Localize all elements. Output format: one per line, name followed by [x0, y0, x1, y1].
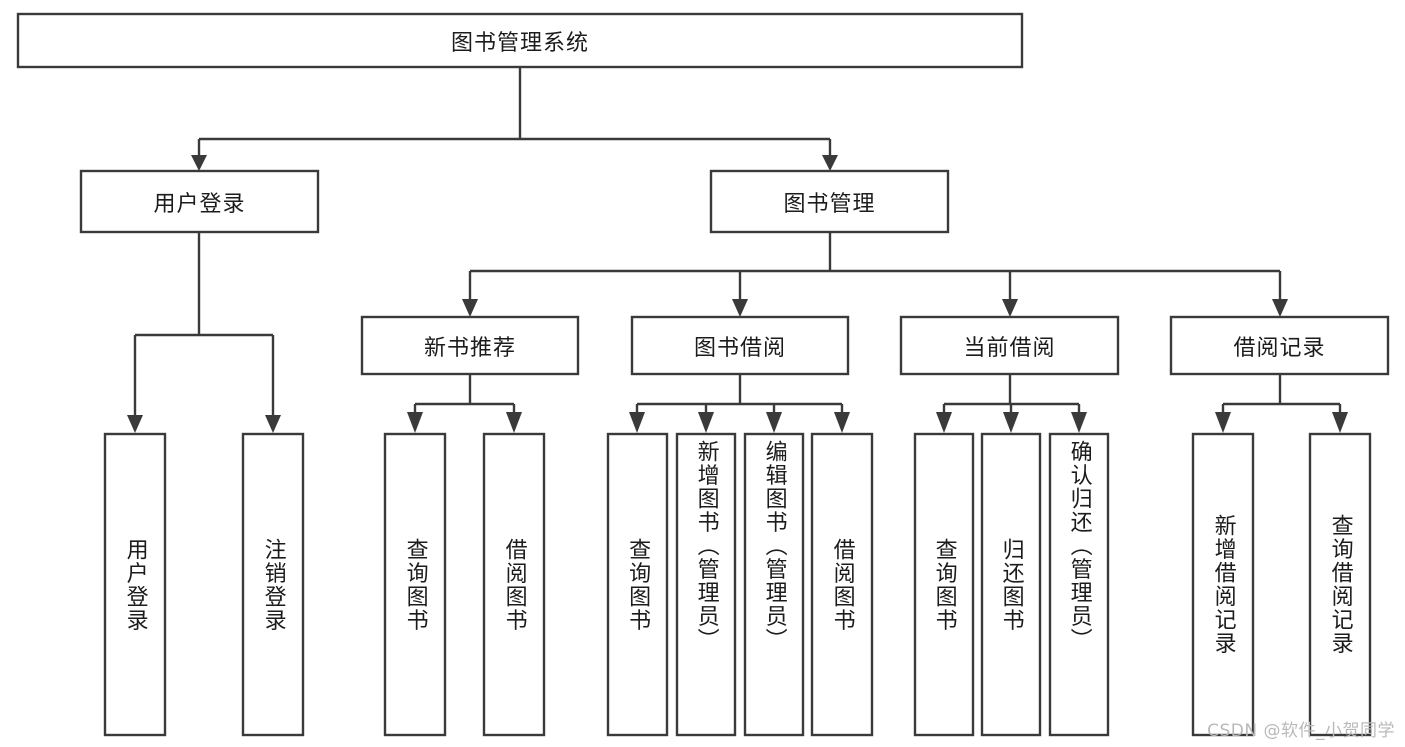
node-leaf-query-record[interactable]: [1308, 432, 1372, 737]
node-leaf-borrow-book-1[interactable]: [482, 432, 546, 737]
arrow-head-borrow-record: [1272, 299, 1288, 317]
node-leaf-add-book[interactable]: [675, 432, 737, 737]
node-leaf-edit-book[interactable]: [743, 432, 805, 737]
node-book-borrow[interactable]: [630, 315, 850, 376]
node-leaf-query-book-2[interactable]: [606, 432, 669, 737]
arrow-head-leaf-return-book: [1003, 412, 1019, 433]
node-leaf-logout[interactable]: [241, 432, 305, 737]
arrow-head-leaf-borrow-book-2: [834, 412, 850, 433]
node-leaf-user-login[interactable]: [103, 432, 167, 737]
arrow-head-leaf-query-book-3: [936, 412, 952, 433]
arrow-head-leaf-query-record: [1332, 412, 1348, 433]
arrow-head-current-borrow: [1002, 299, 1018, 317]
arrow-head-new-book-recommend: [462, 299, 478, 317]
node-leaf-return-book[interactable]: [980, 432, 1042, 737]
arrow-head-leaf-query-book-1: [407, 412, 423, 433]
arrow-head-leaf-user-login: [127, 415, 143, 433]
arrow-head-book-borrow: [732, 299, 748, 317]
arrow-head-leaf-query-book-2: [629, 412, 645, 433]
node-current-borrow[interactable]: [899, 315, 1120, 376]
arrow-head-book-management: [822, 155, 838, 171]
arrow-head-user-login: [191, 155, 207, 171]
node-leaf-add-record[interactable]: [1191, 432, 1255, 737]
node-leaf-query-book-3[interactable]: [913, 432, 975, 737]
csdn-watermark: CSDN @软件_小贺同学: [1207, 721, 1395, 741]
node-leaf-borrow-book-2[interactable]: [810, 432, 874, 737]
node-leaf-confirm-return[interactable]: [1048, 432, 1110, 737]
arrow-head-leaf-borrow-book-1: [506, 412, 522, 433]
node-borrow-record[interactable]: [1169, 315, 1390, 376]
node-user-login[interactable]: [79, 169, 320, 234]
node-root[interactable]: [16, 12, 1024, 69]
node-leaf-query-book-1[interactable]: [383, 432, 447, 737]
arrow-head-leaf-add-book: [698, 412, 714, 433]
node-new-book-recommend[interactable]: [360, 315, 580, 376]
node-book-management[interactable]: [709, 169, 950, 234]
arrow-head-leaf-logout: [265, 415, 281, 433]
arrow-head-leaf-confirm-return: [1071, 412, 1087, 433]
connector-layer: [127, 67, 1348, 433]
arrow-head-leaf-edit-book: [766, 412, 782, 433]
node-layer: [16, 12, 1390, 737]
arrow-head-leaf-add-record: [1215, 412, 1231, 433]
